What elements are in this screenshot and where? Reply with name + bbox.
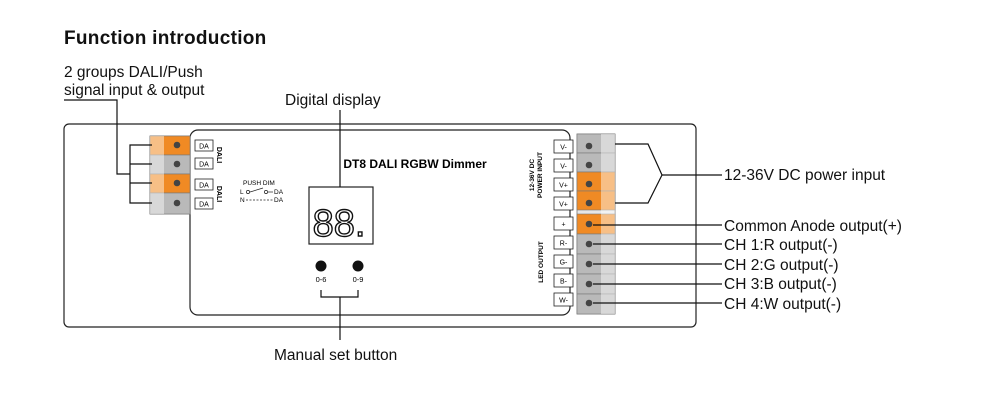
device-name: DT8 DALI RGBW Dimmer — [343, 157, 487, 171]
terminal-screw — [585, 280, 593, 288]
terminal-label-v-plus-1: V+ — [559, 183, 568, 190]
push-dim-n: N — [240, 197, 245, 204]
dali-group-label-2: DALI — [215, 186, 222, 202]
terminal-screw — [585, 161, 593, 169]
button-label-0-6: 0-6 — [316, 275, 327, 284]
terminal-label-v-plus-2: V+ — [559, 202, 568, 209]
terminal-label-plus: + — [561, 222, 565, 229]
manual-button-callout: Manual set button — [274, 347, 398, 364]
terminal-label-da-1: DA — [199, 144, 209, 151]
common-anode-callout: Common Anode output(+) — [724, 218, 902, 235]
terminal-label-v-minus-1: V- — [560, 145, 567, 152]
terminal-screw — [173, 179, 181, 187]
dali-callout-line2: signal input & output — [64, 82, 205, 99]
right-terminal-block — [576, 133, 616, 315]
output-group-label: LED OUTPUT — [538, 241, 545, 283]
right-terminal-labels: V- V- V+ V+ + R- G- B- W- 12-36V DC POWE… — [529, 139, 574, 307]
display-digits: 88. — [313, 203, 366, 245]
terminal-label-g: G- — [560, 260, 568, 267]
terminal-screw — [585, 142, 593, 150]
terminal-label-w: W- — [559, 298, 568, 305]
power-group-label-1: 12-36V DC — [529, 159, 536, 191]
push-dim-da-2: DA — [274, 197, 284, 204]
terminal-label-r: R- — [560, 241, 568, 248]
terminal-label-da-3: DA — [199, 183, 209, 190]
push-dim-title: PUSH DIM — [243, 180, 275, 187]
left-terminal-labels: DA DA DA DA DALI DALI — [194, 139, 222, 210]
power-input-callout: 12-36V DC power input — [724, 167, 886, 184]
terminal-screw — [173, 199, 181, 207]
left-terminal-block — [149, 135, 191, 215]
terminal-screw — [585, 180, 593, 188]
terminal-label-da-2: DA — [199, 162, 209, 169]
terminal-screw — [585, 260, 593, 268]
button-0-6[interactable] — [315, 260, 327, 272]
page-title: Function introduction — [64, 28, 267, 49]
push-dim-schematic: PUSH DIM L N DA DA — [240, 180, 284, 204]
digital-display: 88. — [308, 186, 374, 246]
terminal-screw — [173, 160, 181, 168]
ch2-callout: CH 2:G output(-) — [724, 257, 839, 274]
push-dim-da-1: DA — [274, 189, 284, 196]
dali-callout-line1: 2 groups DALI/Push — [64, 64, 203, 81]
ch4-callout: CH 4:W output(-) — [724, 296, 842, 313]
terminal-label-da-4: DA — [199, 202, 209, 209]
power-group-label-2: POWER INPUT — [537, 152, 544, 198]
leader-lines — [64, 99, 722, 340]
terminal-screw — [585, 240, 593, 248]
digital-display-callout: Digital display — [285, 92, 381, 109]
terminal-screw — [585, 299, 593, 307]
terminal-screw — [585, 220, 593, 228]
terminal-screw — [585, 199, 593, 207]
terminal-label-b: B- — [560, 279, 568, 286]
button-0-9[interactable] — [352, 260, 364, 272]
ch1-callout: CH 1:R output(-) — [724, 237, 838, 254]
terminal-screw — [173, 141, 181, 149]
ch3-callout: CH 3:B output(-) — [724, 276, 837, 293]
terminal-label-v-minus-2: V- — [560, 164, 567, 171]
dali-group-label-1: DALI — [215, 147, 222, 163]
push-dim-l: L — [240, 189, 244, 196]
button-label-0-9: 0-9 — [353, 275, 364, 284]
